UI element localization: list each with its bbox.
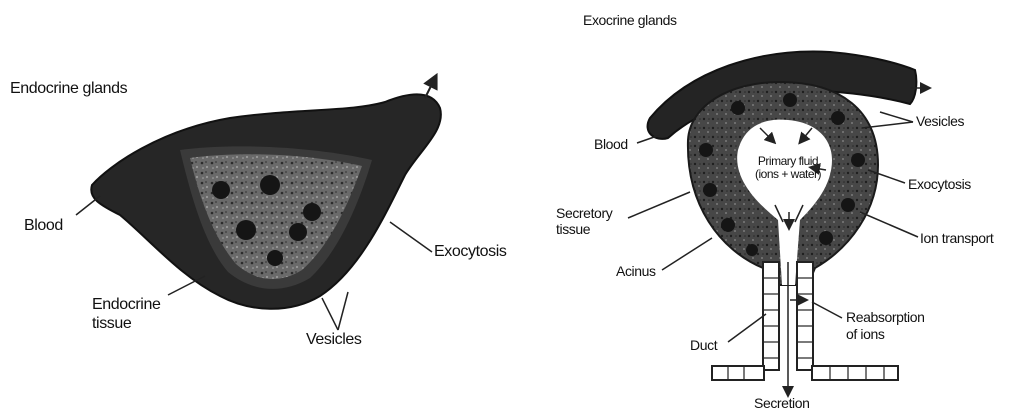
nucleus [746,244,758,256]
nucleus [831,111,845,125]
nucleus [212,181,230,199]
nucleus [731,101,745,115]
leader-line [628,192,690,218]
nucleus [851,153,865,167]
primary-fluid-label-line2: (ions + water) [738,168,838,181]
nucleus [841,198,855,212]
endocrine-vesicles-label: Vesicles [306,331,362,349]
leader-line [860,212,918,237]
nucleus [721,218,735,232]
reabsorption-label-line1: Reabsorption [846,310,924,325]
leader-line [812,302,842,318]
leader-line [880,112,913,122]
leader-line [168,276,205,295]
nucleus [303,203,321,221]
endocrine-tissue-label-line1: Endocrine [92,296,160,314]
endocrine-tissue-label-line2: tissue [92,315,131,333]
leader-line [662,238,712,270]
endocrine-gland [76,80,441,330]
secretory-tissue-label-line2: tissue [556,222,590,237]
acinus-label: Acinus [616,264,656,279]
duct-label: Duct [690,338,717,353]
nucleus [236,220,256,240]
nucleus [289,223,307,241]
nucleus [703,183,717,197]
secretion-arrow [425,80,434,98]
ion-transport-label: Ion transport [920,231,993,246]
endocrine-blood-label: Blood [24,217,63,235]
leader-line [390,222,432,252]
reabsorption-label-line2: of ions [846,327,884,342]
exocrine-blood-label: Blood [594,137,628,152]
nucleus [699,143,713,157]
nucleus [267,250,283,266]
endocrine-title: Endocrine glands [10,80,127,98]
endocrine-exocytosis-label: Exocytosis [434,243,506,261]
leader-line [728,314,766,342]
exocrine-exocytosis-label: Exocytosis [908,177,971,192]
leader-line [338,292,348,330]
nucleus [819,231,833,245]
secretion-label: Secretion [754,396,810,411]
nucleus [783,93,797,107]
leader-line [322,298,338,330]
exocrine-title: Exocrine glands [583,13,677,28]
nucleus [260,175,280,195]
leader-line [76,196,100,215]
exocrine-vesicles-label: Vesicles [916,114,964,129]
secretory-tissue-label-line1: Secretory [556,206,612,221]
